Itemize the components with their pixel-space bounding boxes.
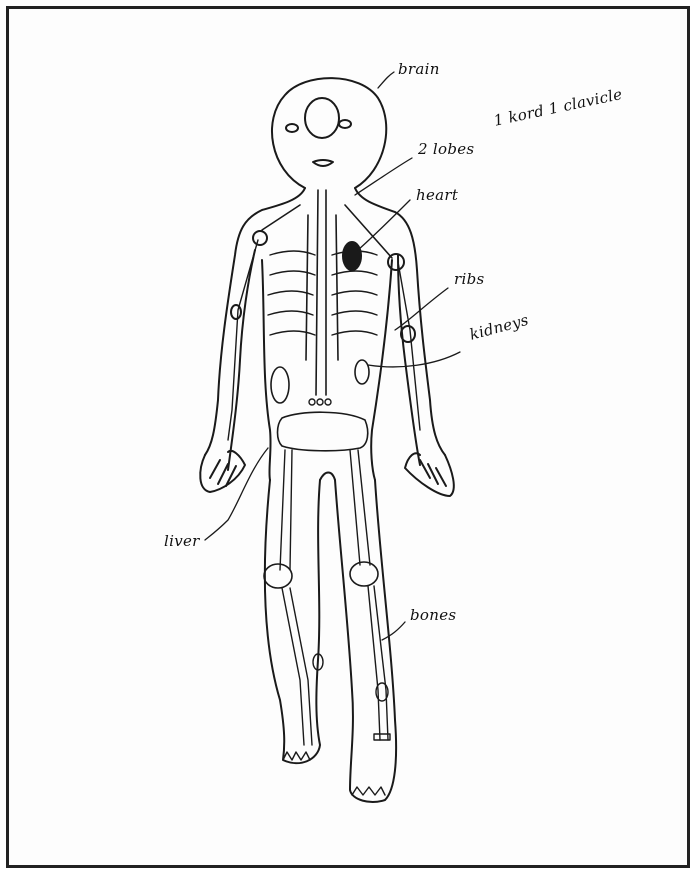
label-bones: bones — [410, 606, 456, 624]
right-eye — [339, 120, 351, 128]
right-hand — [405, 453, 454, 496]
pelvis — [278, 412, 368, 451]
left-eye — [286, 124, 298, 132]
heart — [343, 242, 361, 270]
right-kidney — [355, 360, 369, 384]
spine — [306, 190, 338, 395]
label-ribs: ribs — [454, 270, 484, 288]
label-heart: heart — [416, 186, 458, 204]
left-foot — [283, 752, 310, 760]
left-leg — [265, 480, 320, 763]
mouth — [313, 160, 333, 166]
right-elbow-joint — [401, 326, 415, 342]
left-shoulder-joint — [253, 231, 267, 245]
left-hand — [200, 451, 245, 492]
left-knee — [264, 564, 292, 588]
label-liver: liver — [164, 532, 200, 550]
right-foot — [352, 787, 385, 795]
right-shoulder-joint — [388, 254, 404, 270]
label-brain: brain — [398, 60, 440, 78]
right-knee — [350, 562, 378, 586]
brain-shape — [305, 98, 339, 138]
left-elbow-joint — [231, 305, 241, 319]
label-lobes: 2 lobes — [418, 140, 474, 158]
left-kidney — [271, 367, 289, 403]
head-outline — [272, 78, 386, 188]
